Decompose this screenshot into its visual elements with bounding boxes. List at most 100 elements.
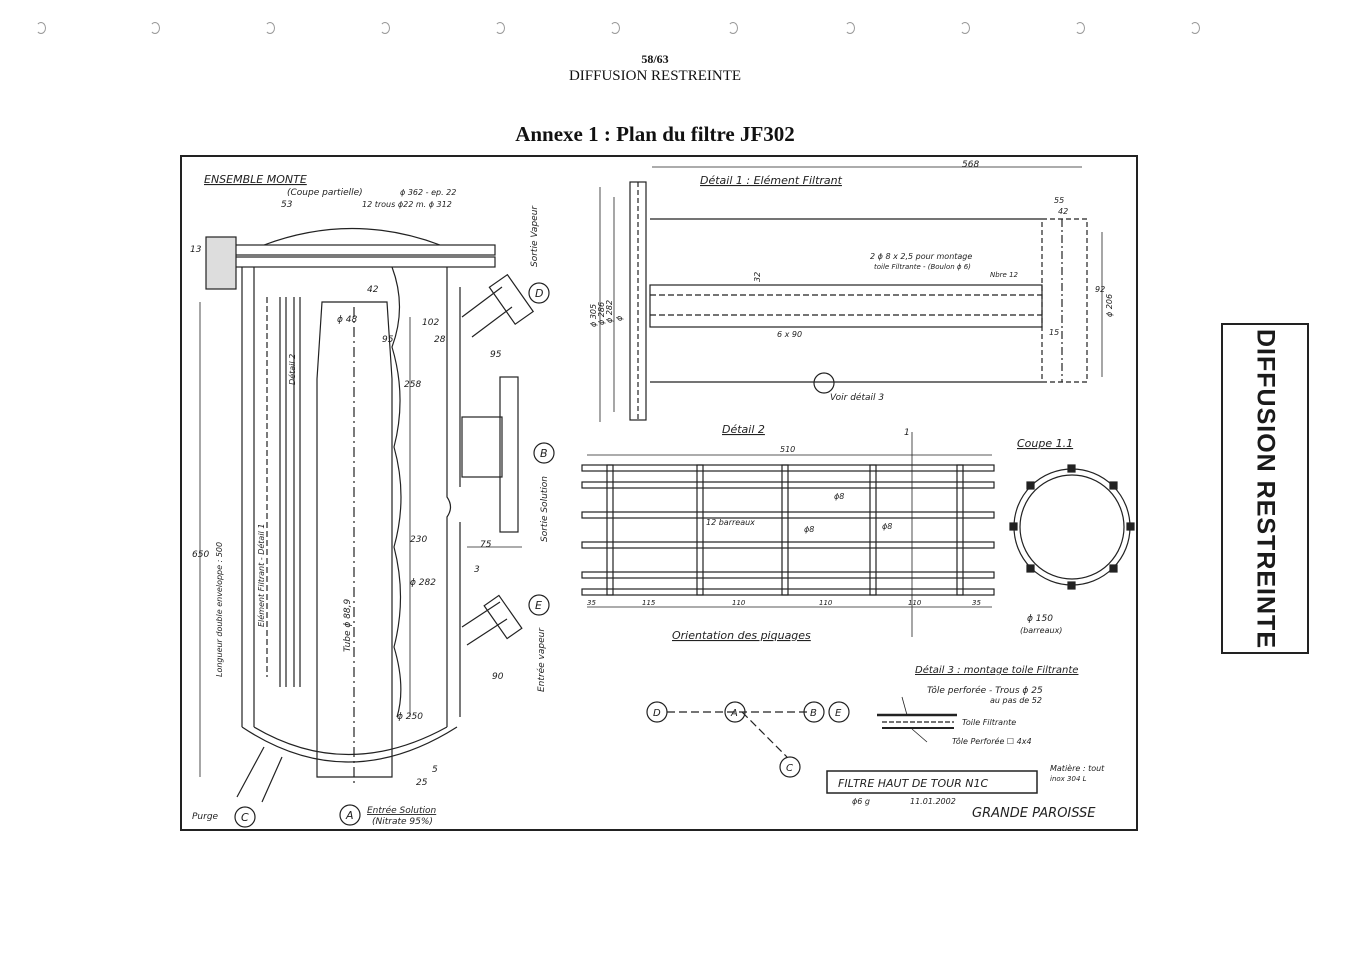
dim-282: ϕ 282: [410, 578, 436, 588]
dia-8b: ϕ8: [804, 525, 814, 534]
dim-305: ϕ 305: [589, 304, 598, 327]
orient-D: D: [653, 708, 661, 719]
bolt-holes: 12 trous ϕ22 m. ϕ 312: [362, 200, 452, 209]
ensemble-title: ENSEMBLE MONTE: [204, 173, 307, 186]
material-label: Matière : tout: [1050, 763, 1105, 773]
nozzle-label-circle: [339, 804, 361, 826]
coupe-bars: (barreaux): [1020, 626, 1062, 635]
vessel-assembly: [205, 227, 535, 803]
annex-title: Annexe 1 : Plan du filtre JF302: [515, 122, 795, 146]
stamp-text: DIFFUSION RESTREINTE: [1251, 328, 1280, 649]
dim-3: 3: [474, 565, 480, 575]
dim-32: 32: [753, 272, 762, 282]
binder-hole: [265, 22, 275, 34]
orient-C: C: [786, 763, 793, 774]
nitrate-label: (Nitrate 95%): [372, 817, 433, 827]
dim-650: 650: [192, 550, 209, 560]
entree-vapeur: Entrée vapeur: [536, 627, 547, 692]
orientation-title: Orientation des piquages: [672, 629, 811, 642]
technical-drawing: ENSEMBLE MONTE (Coupe partielle) ϕ 362 -…: [180, 155, 1138, 831]
detail-2-bars: [581, 432, 995, 637]
dim-95b: 95: [490, 350, 502, 360]
binder-hole: [845, 22, 855, 34]
spacing-label: 6 x 90: [777, 330, 802, 339]
coupe-title: Coupe 1.1: [1017, 437, 1073, 450]
company-name: GRANDE PAROISSE: [972, 806, 1096, 821]
tole-perforee-2: Tôle Perforée ☐ 4x4: [952, 736, 1032, 746]
element-label: Elément Filtrant - Détail 1: [256, 524, 266, 627]
detail-1-filter-element: [599, 166, 1103, 422]
tole-perforee: Tôle perforée - Trous ϕ 25: [927, 685, 1043, 696]
dim-48: ϕ 48: [337, 315, 358, 325]
detail-3-cloth: [877, 696, 957, 743]
detail3-ref: Voir détail 3: [830, 392, 884, 403]
label-B: B: [540, 447, 548, 460]
detail2-ref: Détail 2: [287, 354, 297, 385]
dim-258: 258: [404, 380, 421, 390]
note-line3: Nbre 12: [990, 271, 1019, 279]
dim-102: 102: [422, 318, 439, 328]
dim-75: 75: [480, 540, 492, 550]
dim-ext: ϕ: [615, 315, 624, 321]
dim-206: ϕ 206: [1105, 294, 1114, 317]
note-line2: toile Filtrante - (Boulon ϕ 6): [874, 263, 971, 271]
dim-568: 568: [962, 160, 979, 170]
binder-hole: [960, 22, 970, 34]
toile-filtrante: Toile Filtrante: [962, 718, 1016, 727]
seg-3: 110: [819, 599, 833, 607]
detail2-title: Détail 2: [722, 423, 765, 436]
dim-90: 90: [492, 672, 504, 682]
drawing-canvas: ENSEMBLE MONTE (Coupe partielle) ϕ 362 -…: [190, 160, 1135, 828]
bars-count: 12 barreaux: [706, 518, 755, 527]
detail1-title: Détail 1 : Elément Filtrant: [700, 174, 843, 187]
nozzle-label-circle: [533, 442, 555, 464]
dim-510: 510: [780, 445, 795, 454]
detail3-title: Détail 3 : montage toile Filtrante: [915, 664, 1078, 676]
envelope-length: Longueur double enveloppe : 500: [215, 542, 224, 677]
binder-hole: [1190, 22, 1200, 34]
entree-solution: Entrée Solution: [367, 805, 437, 816]
drawing-title: FILTRE HAUT DE TOUR N1C: [838, 777, 989, 790]
sortie-solution: Sortie Solution: [540, 476, 550, 542]
label-D: D: [535, 287, 543, 300]
orient-A: A: [730, 708, 738, 719]
seg-2: 110: [732, 599, 746, 607]
orient-B: B: [810, 708, 817, 719]
dim-286: ϕ 286: [597, 302, 606, 325]
cover-diameter: ϕ 362 - ep. 22: [400, 188, 456, 197]
orient-E: E: [835, 708, 842, 719]
section-1-1: [1009, 464, 1135, 590]
label-E: E: [535, 599, 542, 612]
binder-hole: [495, 22, 505, 34]
dim-42: 42: [367, 285, 379, 295]
binder-hole: [728, 22, 738, 34]
drawing-date: 11.01.2002: [910, 797, 956, 806]
tole-pas: au pas de 52: [990, 696, 1042, 705]
dim-5: 5: [432, 765, 438, 775]
material-value: inox 304 L: [1050, 775, 1087, 783]
dim-28: 28: [434, 335, 446, 345]
dim-282b: ϕ 282: [605, 300, 614, 323]
binder-hole: [380, 22, 390, 34]
seg-0: 35: [587, 599, 596, 607]
sortie-vapeur: Sortie Vapeur: [530, 205, 540, 267]
drafter-initials: ϕ6 g: [852, 797, 870, 806]
binder-hole: [36, 22, 46, 34]
dim-25: 25: [416, 778, 428, 788]
nozzle-label-circle: [234, 806, 256, 828]
section-mark-top: 1: [904, 428, 910, 438]
dim-13: 13: [190, 245, 202, 255]
label-A: A: [345, 809, 354, 822]
dim-53: 53: [281, 200, 293, 210]
page-number: 58/63: [641, 52, 669, 66]
purge-label: Purge: [192, 812, 219, 822]
note-line1: 2 ϕ 8 x 2,5 pour montage: [870, 252, 972, 261]
dia-8a: ϕ8: [834, 492, 844, 501]
nozzle-label-circle: [528, 282, 550, 304]
binder-hole: [1075, 22, 1085, 34]
dim-92: 92: [1095, 285, 1105, 294]
dim-15: 15: [1049, 328, 1059, 337]
dia-8c: ϕ8: [882, 522, 892, 531]
nozzle-label-circle: [528, 594, 550, 616]
seg-1: 115: [642, 599, 656, 607]
